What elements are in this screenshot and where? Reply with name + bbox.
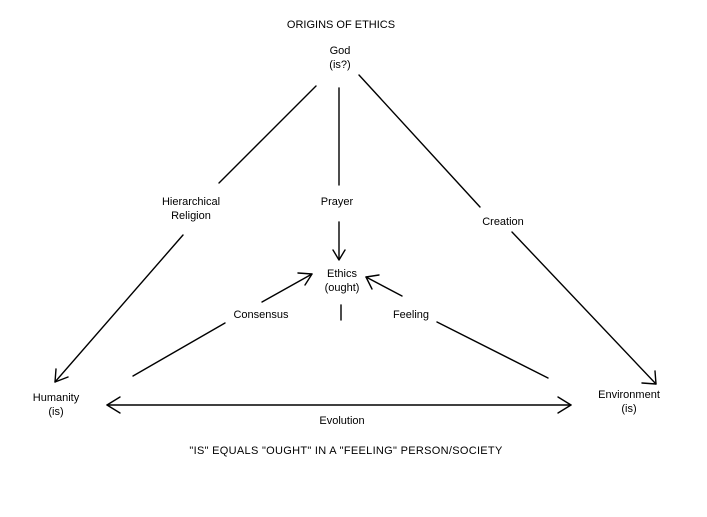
arrowhead-evolution-left <box>106 396 121 414</box>
arrowhead-environment <box>641 370 657 385</box>
node-ethics-note: (ought) <box>324 282 360 294</box>
edge-label-feeling: Feeling <box>392 309 430 321</box>
node-humanity: Humanity (is) <box>33 391 79 419</box>
edge-environment-feeling <box>436 321 549 379</box>
edge-label-creation: Creation <box>482 216 524 228</box>
node-god-note: (is?) <box>329 59 351 71</box>
arrowhead-evolution-right <box>557 396 572 414</box>
edge-god-creation-upper <box>358 74 481 208</box>
edge-label-hierarchical-religion: Hierarchical Religion <box>162 195 220 223</box>
node-environment-note: (is) <box>621 403 637 415</box>
node-humanity-note: (is) <box>48 406 64 418</box>
edge-god-hierarchical-upper <box>218 85 317 184</box>
diagram-caption: "IS" EQUALS "OUGHT" IN A "FEELING" PERSO… <box>189 445 503 457</box>
node-ethics-name: Ethics <box>327 268 357 280</box>
arrowhead-ethics-from-consensus <box>297 272 313 286</box>
node-environment-name: Environment <box>598 389 660 401</box>
edge-humanity-consensus <box>132 322 226 377</box>
node-humanity-name: Humanity <box>32 392 80 404</box>
edge-label-prayer: Prayer <box>320 196 354 208</box>
diagram-title: ORIGINS OF ETHICS <box>286 19 396 31</box>
edge-label-hierarchical: Hierarchical <box>161 196 221 208</box>
edge-label-religion: Religion <box>171 210 211 222</box>
edge-creation-environment-lower <box>511 231 657 385</box>
node-ethics: Ethics (ought) <box>325 267 360 295</box>
node-god-name: God <box>329 45 351 57</box>
edge-label-evolution: Evolution <box>319 415 365 427</box>
edge-consensus-ethics <box>261 273 313 303</box>
edge-label-consensus: Consensus <box>233 309 289 321</box>
arrowhead-humanity <box>54 368 69 383</box>
arrowhead-ethics-from-feeling <box>365 274 380 290</box>
node-environment: Environment (is) <box>598 388 660 416</box>
node-god: God (is?) <box>329 44 350 72</box>
edge-hierarchical-humanity-lower <box>54 234 184 383</box>
arrowhead-ethics-from-prayer <box>332 249 346 261</box>
edge-feeling-ethics <box>365 276 403 297</box>
